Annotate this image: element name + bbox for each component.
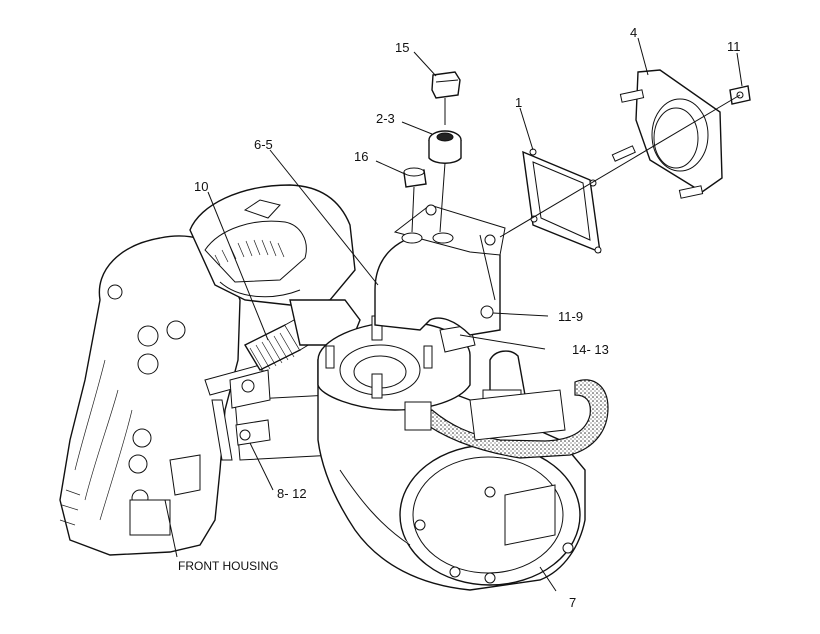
callout-11: 11 [727,39,741,54]
leader-lines [164,37,743,592]
callout-4: 4 [630,25,637,40]
front-housing [59,235,266,556]
callout-7: 7 [569,595,576,610]
assembly-lines [411,94,741,238]
callout-8-12: 8- 12 [277,486,307,501]
pump-top-flange [317,315,476,411]
flange-plate-4 [611,69,723,199]
callout-1: 1 [515,95,522,110]
plug-16 [403,167,427,188]
callout-14-13: 14- 13 [572,342,609,357]
front-housing-label: FRONT HOUSING [178,559,278,573]
callout-10: 10 [194,179,208,194]
callout-11-9: 11-9 [558,309,583,324]
callout-6-5: 6-5 [254,137,273,152]
gear-housing [189,184,356,306]
elbow-inlet [374,204,506,336]
callout-16: 16 [354,149,368,164]
gasket-1 [522,148,602,254]
pump-body [317,359,586,591]
callout-2-3: 2-3 [376,111,395,126]
callout-15: 15 [395,40,409,55]
hose-assembly [404,350,609,459]
plug-15 [431,71,461,99]
fitting-2-3 [428,130,462,164]
